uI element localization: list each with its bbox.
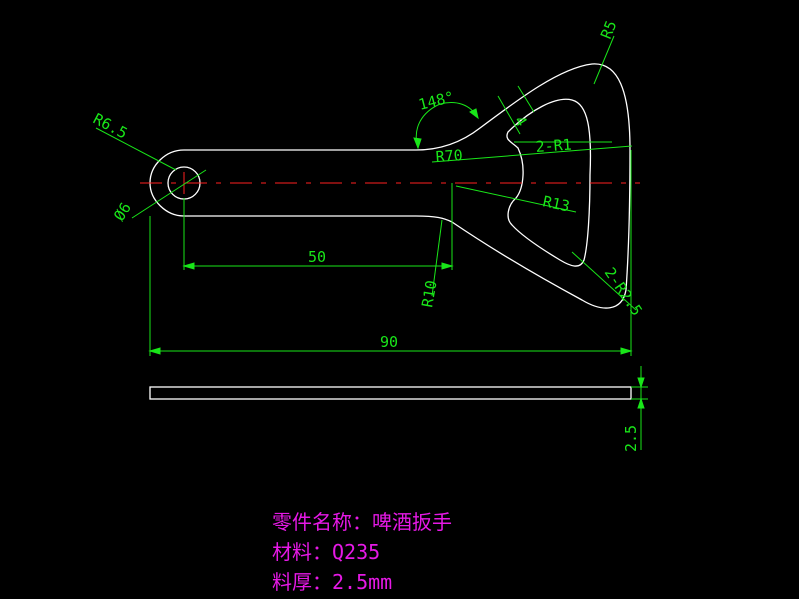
dim-r6-5: R6.5	[90, 110, 130, 143]
thickness-line: 料厚：2.5mm	[272, 570, 393, 594]
dim-r13: R13	[541, 192, 571, 215]
side-view-plate	[149, 386, 632, 400]
dimension-lines	[95, 35, 648, 450]
dim-2-r2-5: 2-R2.5	[601, 264, 646, 319]
dim-50: 50	[308, 248, 326, 266]
inner-cutout-outline	[506, 98, 592, 267]
material-line: 材料：Q235	[272, 540, 381, 564]
dim-r70: R70	[435, 146, 463, 166]
dim-r10: R10	[418, 279, 440, 309]
dim-90: 90	[380, 333, 398, 351]
dim-d6: Ø6	[110, 199, 135, 224]
wrench-body-outline	[149, 63, 631, 309]
dim-angle-148: 148°	[417, 88, 456, 114]
part-outline	[149, 63, 631, 309]
part-name-line: 零件名称：啤酒扳手	[272, 510, 452, 534]
dim-thickness-2-5: 2.5	[622, 425, 640, 452]
dim-2-r1: 2-R1	[535, 136, 572, 156]
dim-r5: R5	[597, 18, 620, 41]
